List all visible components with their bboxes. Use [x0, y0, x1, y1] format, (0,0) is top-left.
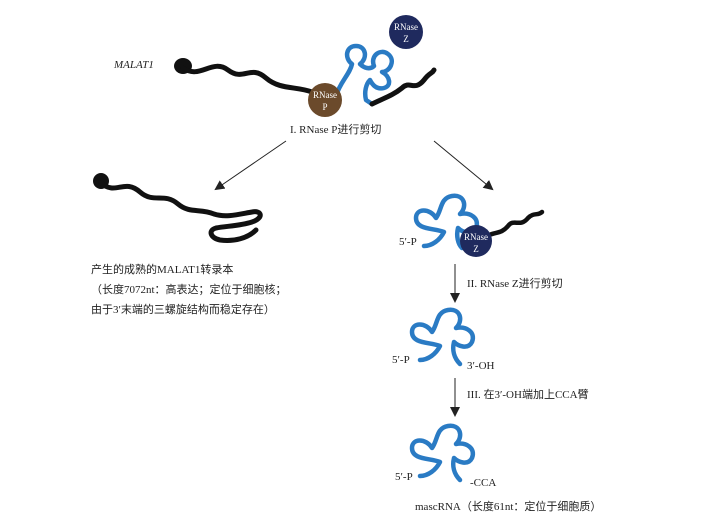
rnase-z-enzyme-bound: RNase Z — [460, 225, 492, 257]
cca-label: -CCA — [470, 477, 496, 489]
rnase-p-label-line1: RNase — [313, 90, 337, 100]
rnase-z-label-top-line1: RNase — [394, 22, 418, 32]
rnase-p-enzyme-top: RNase P — [308, 83, 342, 117]
three-prime-oh-label: 3′-OH — [467, 360, 495, 372]
mascrna-label: mascRNA（长度61nt：定位于细胞质） — [415, 499, 601, 513]
step3-label: III. 在3′-OH端加上CCA臂 — [467, 388, 589, 401]
mature-malat1-transcript — [93, 173, 260, 241]
mature-transcript-line3: 由于3′末端的三螺旋结构而稳定存在） — [91, 302, 275, 316]
rnase-z-label-bound-line2: Z — [473, 244, 479, 254]
trna-like-cloverleaf-2 — [412, 310, 473, 364]
rnase-z-enzyme-top: RNase Z — [389, 15, 423, 49]
mascrna-mature — [412, 426, 473, 480]
trna-like-after-rnasez — [412, 310, 473, 364]
gene-label: MALAT1 — [113, 59, 154, 71]
rnase-z-label-bound-line1: RNase — [464, 232, 488, 242]
five-prime-p-label-2: 5′-P — [392, 354, 410, 366]
mature-malat1-strand — [101, 183, 260, 241]
mascrna-cloverleaf-top — [336, 46, 392, 104]
rnase-z-label-top-line2: Z — [403, 34, 409, 44]
mascrna-cloverleaf — [412, 426, 473, 480]
step1-label: I. RNase P进行剪切 — [290, 122, 381, 136]
mature-transcript-line1: 产生的成熟的MALAT1转录本 — [91, 262, 233, 276]
rnase-p-label-line2: P — [322, 102, 327, 112]
arrow-to-trna-like — [434, 141, 492, 189]
five-prime-p-label-3: 5′-P — [395, 471, 413, 483]
arrow-to-mature-transcript — [216, 141, 286, 189]
mature-transcript-line2: （长度7072nt：高表达；定位于细胞核； — [91, 282, 287, 296]
step2-label: II. RNase Z进行剪切 — [467, 276, 563, 290]
precursor-transcript — [174, 46, 434, 104]
five-prime-p-label-1: 5′-P — [399, 236, 417, 248]
